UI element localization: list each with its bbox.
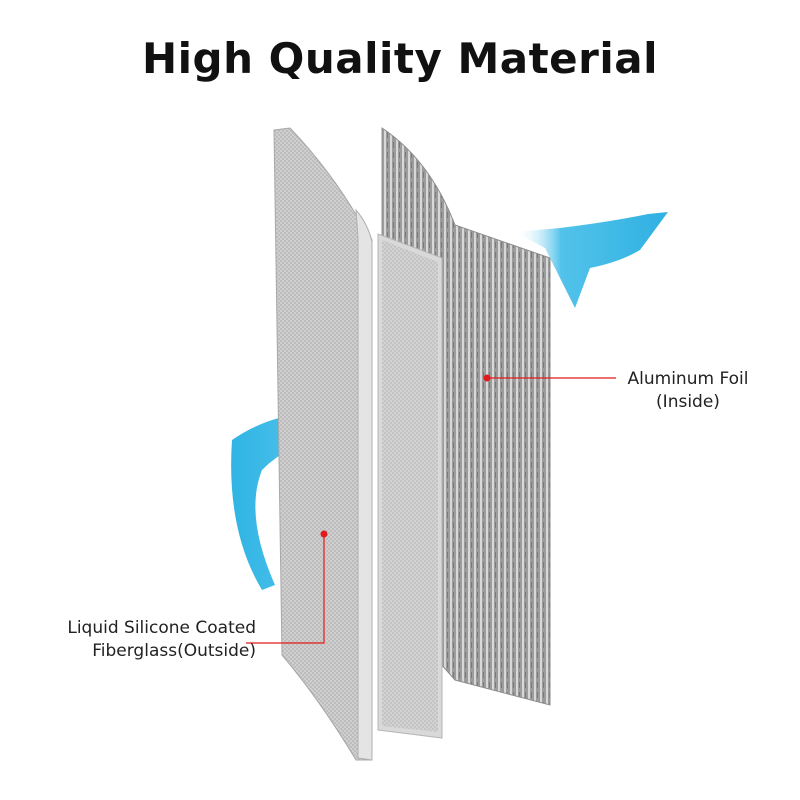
foil-label-line2: (Inside)	[656, 392, 720, 412]
fiberglass-label: Liquid Silicone Coated Fiberglass(Outsid…	[20, 617, 256, 663]
fiber-label-line1: Liquid Silicone Coated	[67, 618, 256, 638]
left-arrow-icon	[231, 413, 360, 590]
aluminum-foil-label: Aluminum Foil (Inside)	[618, 368, 758, 414]
fiber-label-line2: Fiberglass(Outside)	[92, 641, 256, 661]
page-title: High Quality Material	[142, 34, 658, 83]
right-arrow-icon	[515, 212, 668, 308]
fiberglass-leader-dot	[320, 530, 328, 538]
fiberglass-leader-line	[246, 534, 325, 644]
foil-label-line1: Aluminum Foil	[627, 369, 749, 389]
foil-leader-dot	[483, 374, 491, 382]
